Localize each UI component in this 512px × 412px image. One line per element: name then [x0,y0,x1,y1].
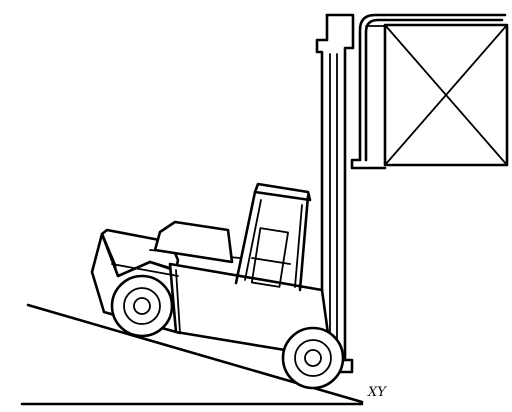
front-rim [294,339,332,377]
front-hub [304,349,322,367]
front-panel-line [175,269,181,334]
front-tire [281,326,345,390]
rear-wheel [110,274,174,338]
fender-line [111,263,179,277]
truck-body [90,220,332,352]
cab-inner-rear [244,199,262,281]
front-wheel [281,326,345,390]
rear-rim [123,287,161,325]
seat-divider [251,257,291,265]
mast-base [338,358,354,374]
mast [315,13,355,374]
carriage-back [350,13,507,170]
mast-left-outline [315,13,329,347]
crate [383,23,509,167]
carriage-inner [364,18,504,162]
rear-hub [133,297,151,315]
crate-diagonal-b [384,24,508,166]
mast-outer [325,13,355,362]
fork-carriage [350,13,507,170]
slope-label: XY [367,385,387,400]
engine-hood [153,220,234,264]
cab-inner-front [294,204,303,288]
overhead-guard [253,182,312,202]
rear-tire [110,274,174,338]
operator-cab [234,182,312,292]
seat-back [250,227,289,288]
cab-front-post [298,194,310,292]
cab-rear-post [234,190,257,285]
